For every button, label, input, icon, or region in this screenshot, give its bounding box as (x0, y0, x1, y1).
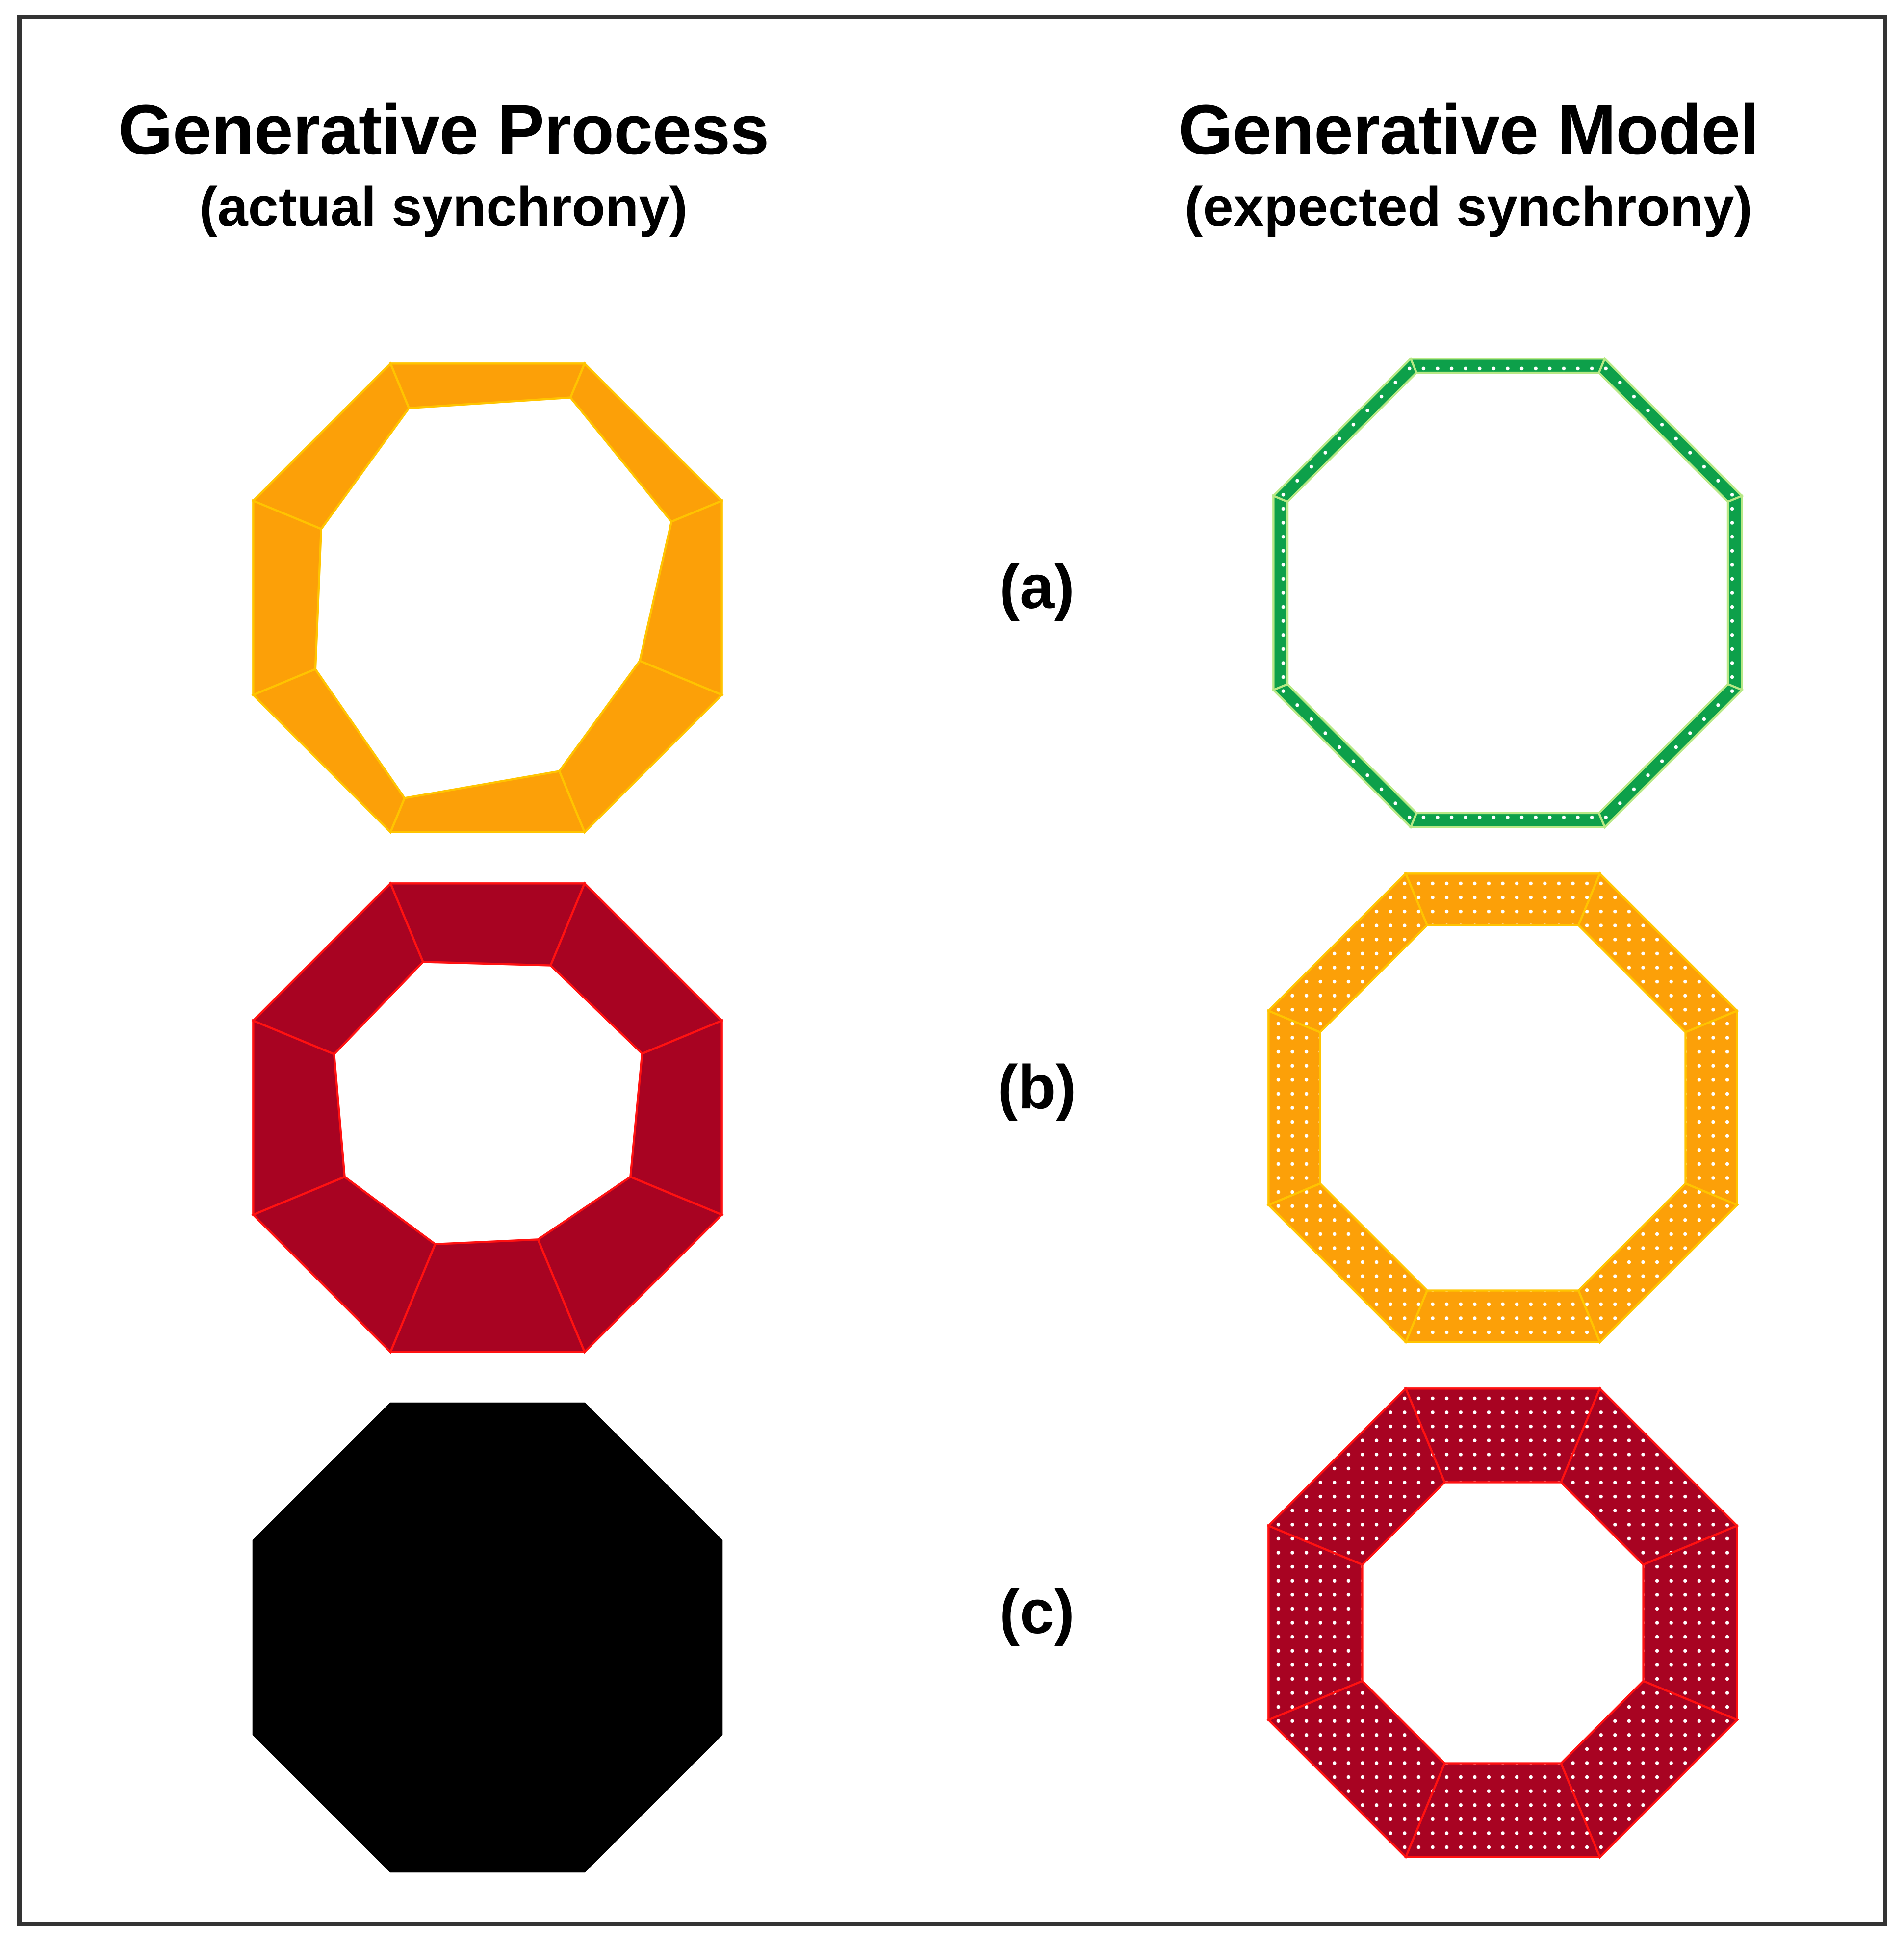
model-octagon-c-sector-NW (1266, 1386, 1446, 1566)
model-octagon-b-sector-NE (1577, 871, 1739, 1034)
column-heading-left: Generative Process (actual synchrony) (95, 93, 792, 239)
row-label-b: (b) (997, 1052, 1077, 1122)
column-subtitle-left: (actual synchrony) (199, 176, 688, 238)
model-octagon-b (1233, 838, 1773, 1378)
process-octagon-a (218, 328, 757, 868)
column-title-right: Generative Model (1178, 90, 1759, 169)
column-subtitle-right: (expected synchrony) (1184, 176, 1752, 238)
model-octagon-b-sector-SE (1577, 1182, 1739, 1344)
process-octagon-a-sector-NW (251, 361, 411, 531)
model-octagon-a (1238, 323, 1777, 863)
process-octagon-a-sector-N (388, 362, 587, 409)
process-octagon-c-svg (252, 1402, 723, 1873)
model-octagon-c-svg (1266, 1386, 1739, 1859)
model-octagon-a-sector-N (1409, 358, 1607, 374)
model-octagon-b-sector-N (1404, 872, 1602, 926)
process-octagon-b (218, 848, 757, 1387)
model-octagon-b-svg (1266, 871, 1739, 1344)
figure-frame: Generative Process (actual synchrony) Ge… (17, 15, 1887, 1926)
process-octagon-a-sector-SE (558, 659, 724, 834)
process-octagon-c-body (252, 1402, 723, 1873)
process-octagon-a-sector-SW (251, 667, 406, 834)
model-octagon-a-sector-E (1726, 494, 1743, 692)
process-octagon-a-sector-NE (569, 361, 724, 523)
process-octagon-b-sector-NW (251, 881, 425, 1056)
model-octagon-a-sector-SE (1597, 683, 1744, 829)
row-label-a: (a) (999, 552, 1075, 621)
process-octagon-a-sector-W (252, 499, 323, 697)
process-octagon-c (218, 1368, 757, 1907)
model-octagon-a-sector-W (1272, 494, 1289, 692)
model-octagon-b-sector-S (1404, 1289, 1602, 1343)
process-octagon-a-svg (251, 361, 724, 834)
model-octagon-b-sector-SW (1266, 1182, 1429, 1344)
model-octagon-c (1233, 1353, 1773, 1893)
model-octagon-a-sector-S (1409, 812, 1607, 828)
process-octagon-b-sector-NE (549, 881, 724, 1055)
model-octagon-a-sector-SW (1271, 683, 1418, 829)
model-octagon-a-sector-NW (1271, 357, 1418, 503)
process-octagon-b-svg (251, 881, 724, 1354)
column-heading-right: Generative Model (expected synchrony) (1120, 93, 1817, 239)
model-octagon-b-sector-NW (1266, 871, 1429, 1034)
column-title-left: Generative Process (118, 90, 770, 169)
model-octagon-b-sector-E (1684, 1009, 1738, 1207)
row-label-c: (c) (999, 1577, 1075, 1646)
process-octagon-a-sector-S (388, 769, 587, 833)
model-octagon-a-sector-NE (1597, 357, 1744, 503)
model-octagon-a-svg (1271, 357, 1744, 829)
model-octagon-b-sector-W (1267, 1009, 1321, 1207)
